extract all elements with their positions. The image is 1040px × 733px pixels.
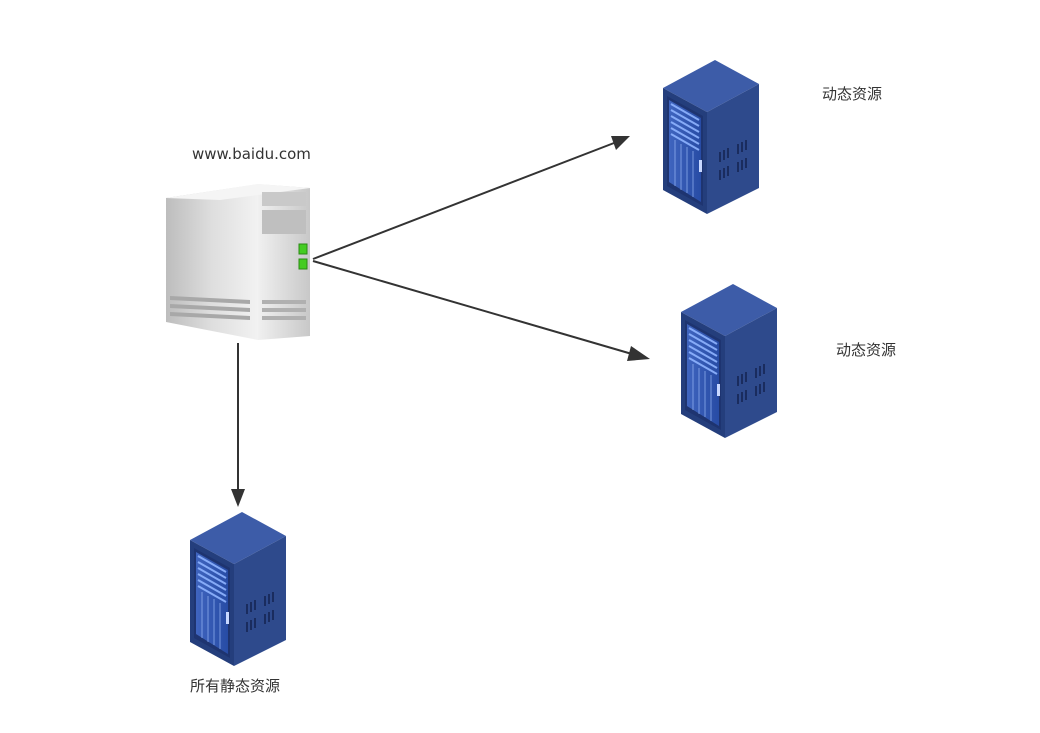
dynamic-server-2-label: 动态资源 — [836, 341, 897, 359]
dynamic-server-1-label: 动态资源 — [822, 85, 883, 103]
edge-arrow-to-static — [231, 343, 245, 507]
edge-arrow-to-dynamic-1 — [312, 136, 630, 260]
web-server-icon — [166, 184, 310, 340]
static-server-label: 所有静态资源 — [190, 677, 281, 695]
edge-arrow-to-dynamic-2 — [312, 260, 650, 361]
static-server-icon — [190, 512, 286, 666]
dynamic-server-2-icon — [681, 284, 777, 438]
dynamic-server-1-icon — [663, 60, 759, 214]
web-server-label: www.baidu.com — [192, 145, 311, 163]
